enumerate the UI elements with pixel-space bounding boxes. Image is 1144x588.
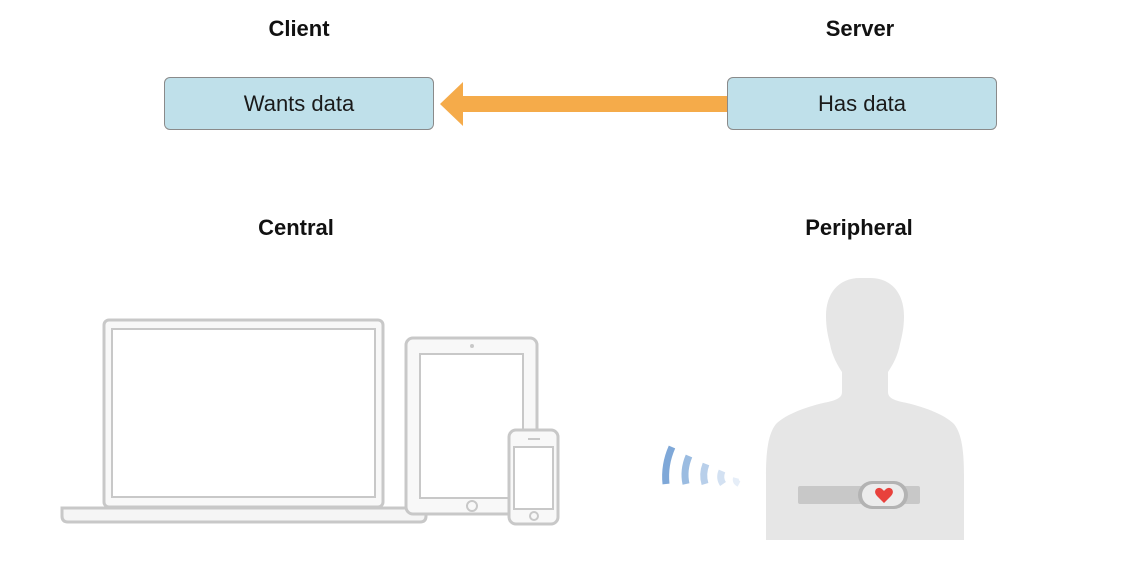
wireless-signal-icon xyxy=(662,445,741,487)
central-heading: Central xyxy=(258,215,334,240)
tablet-icon xyxy=(404,336,539,516)
server-heading: Server xyxy=(825,16,895,41)
client-box: Wants data xyxy=(164,77,434,130)
server-box: Has data xyxy=(727,77,997,130)
client-box-label: Wants data xyxy=(243,90,355,116)
person-silhouette-icon xyxy=(766,278,964,540)
data-flow-arrow-icon xyxy=(440,82,727,126)
client-heading: Client xyxy=(268,16,330,41)
server-box-label: Has data xyxy=(817,90,907,116)
phone-icon xyxy=(507,428,560,526)
peripheral-heading: Peripheral xyxy=(805,215,913,240)
heart-rate-strap-icon xyxy=(798,481,920,509)
laptop-icon xyxy=(60,318,428,524)
